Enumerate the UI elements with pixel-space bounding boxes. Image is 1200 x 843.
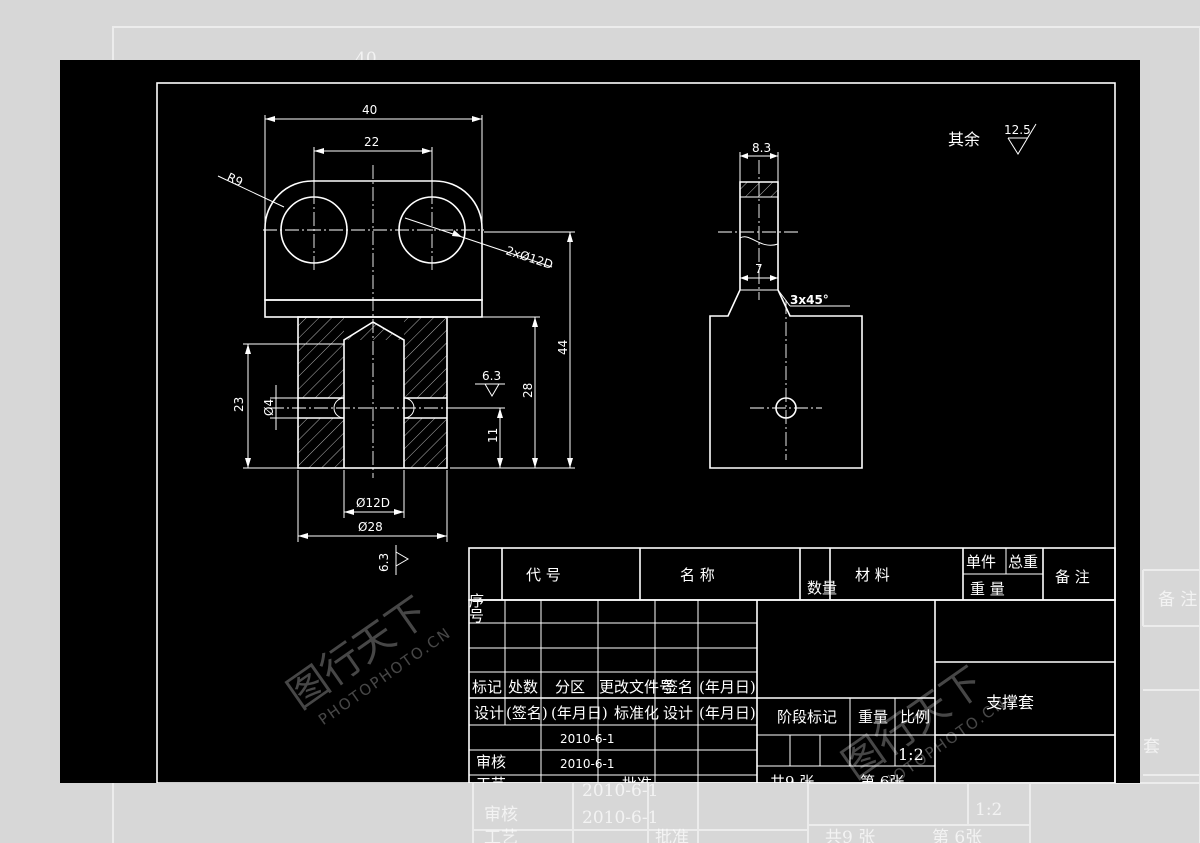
cad-drawing-window: 40 22 R9 2xØ12D 44 28 11 6.3 xyxy=(60,60,1140,783)
roughness-note: 其余 12.5 xyxy=(948,123,1037,155)
drawing-border xyxy=(156,82,1116,783)
title-block: 序号 代 号 名 称 数量 材 料 单件 总重 重 量 备 注 标记 处数 分区… xyxy=(467,547,1116,783)
bg-remark: 备 注 xyxy=(1158,590,1197,610)
drawing-canvas: 40 22 R9 2xØ12D 44 28 11 6.3 xyxy=(156,82,1116,783)
review-date: 2010-6-1 xyxy=(560,732,614,746)
dim-outer-28: Ø28 xyxy=(358,520,383,534)
side-profile xyxy=(709,181,863,469)
bg-craft: 工艺 xyxy=(484,828,518,843)
bg-part-name: 套 xyxy=(1143,737,1160,757)
bg-date1: 2010-6-1 xyxy=(582,781,658,801)
rev-zone: 分区 xyxy=(555,678,585,696)
design-label: 设计 xyxy=(474,704,504,722)
review-label: 审核 xyxy=(476,753,506,771)
dim-height-28: 28 xyxy=(521,383,535,398)
bom-qty: 数量 xyxy=(807,579,837,597)
dim-height-23: 23 xyxy=(232,397,246,412)
sleeve-body xyxy=(297,316,448,469)
bg-sheet-no: 第 6张 xyxy=(932,828,982,843)
bg-scale: 1:2 xyxy=(975,800,1002,820)
bom-name: 名 称 xyxy=(680,566,715,584)
craft-date: 2010-6-1 xyxy=(560,757,614,771)
bg-sheet-total: 共9 张 xyxy=(825,828,875,843)
bg-approve: 批准 xyxy=(655,828,689,843)
rev-count: 处数 xyxy=(508,678,538,696)
cross-hole xyxy=(298,397,447,419)
dim-thickness-8-3: 8.3 xyxy=(752,141,771,155)
bg-date2: 2010-6-1 xyxy=(582,808,658,828)
dim-cross-hole-4: Ø4 xyxy=(262,399,276,416)
bg-review: 审核 xyxy=(484,805,518,825)
side-cross-hole xyxy=(775,397,797,419)
top-plate-flange xyxy=(264,299,483,318)
scale-label: 比例 xyxy=(900,708,930,726)
front-view: 40 22 R9 2xØ12D 44 28 11 6.3 xyxy=(217,103,575,575)
dim-width-40: 40 xyxy=(362,103,377,117)
dim-holes-2x12: 2xØ12D xyxy=(504,244,555,272)
sheet-number: 第 6张 xyxy=(860,773,904,783)
craft-label: 工艺 xyxy=(476,775,506,783)
bom-total-weight: 总重 xyxy=(1008,553,1038,571)
top-plate xyxy=(264,180,483,301)
dim-height-11: 11 xyxy=(486,428,500,443)
bom-remark: 备 注 xyxy=(1055,568,1090,586)
part-name: 支撑套 xyxy=(986,693,1034,712)
sheet-total: 共9 张 xyxy=(770,773,814,783)
design-date-2: (年月日) xyxy=(699,704,756,722)
stage-mark-label: 阶段标记 xyxy=(777,708,837,726)
watermark-left: 图行天下 PHOTOPHOTO.CN xyxy=(279,589,455,729)
bom-code: 代 号 xyxy=(526,566,561,584)
std-label: 标准化 xyxy=(614,704,659,722)
dim-neck-7: 7 xyxy=(755,262,763,276)
design-date: (年月日) xyxy=(551,704,608,722)
rev-file: 更改文件号 xyxy=(599,678,674,696)
bom-unit-weight: 单件 xyxy=(966,553,996,571)
rev-mark: 标记 xyxy=(472,678,502,696)
roughness-note-value: 12.5 xyxy=(1004,123,1031,137)
scale-value: 1:2 xyxy=(898,745,924,764)
side-view: 8.3 7 3x45° xyxy=(709,141,863,469)
roughness-6-3-right: 6.3 xyxy=(482,369,501,383)
dim-radius-r9: R9 xyxy=(225,170,245,189)
weight-label: 重量 xyxy=(858,708,888,726)
dim-hole-spacing-22: 22 xyxy=(364,135,379,149)
rev-sign: 签名 xyxy=(663,678,693,696)
dim-bore-12: Ø12D xyxy=(356,496,390,510)
design-row: 设计 (签名) (年月日) 标准化 设计 (年月日) xyxy=(474,704,756,722)
roughness-6-3-bottom: 6.3 xyxy=(377,553,391,572)
design-sign: (签名) xyxy=(506,704,548,722)
blind-bore xyxy=(343,321,405,468)
design-label-2: 设计 xyxy=(663,704,693,722)
dim-chamfer-3x45: 3x45° xyxy=(790,293,829,307)
bom-material: 材 料 xyxy=(855,566,890,584)
dim-height-44: 44 xyxy=(556,340,570,355)
bom-weight: 重 量 xyxy=(970,580,1005,598)
rev-date: (年月日) xyxy=(699,678,756,696)
roughness-note-label: 其余 xyxy=(948,130,980,149)
approve-label: 批准 xyxy=(622,775,652,783)
revision-row: 标记 处数 分区 更改文件号 签名 (年月日) xyxy=(472,678,756,696)
